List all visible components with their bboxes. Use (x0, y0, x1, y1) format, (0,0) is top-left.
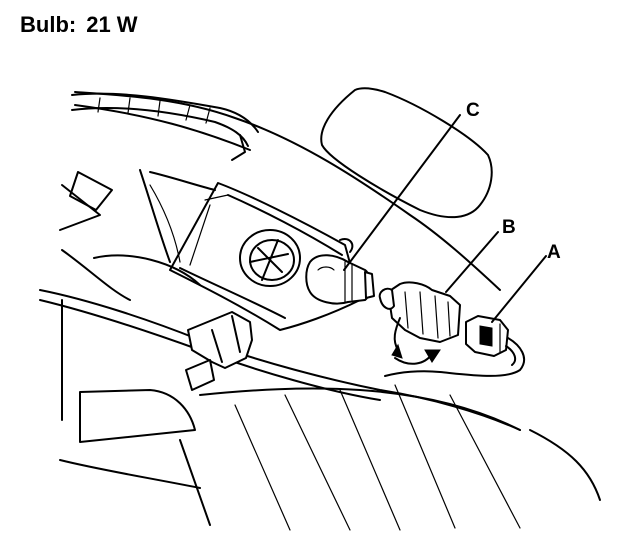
bulb-spec-label: Bulb: (20, 12, 77, 37)
bulb-c (305, 238, 375, 305)
socket-b (378, 281, 461, 351)
rear-glass (320, 87, 493, 219)
trim-panel (39, 91, 601, 531)
wire-harness (71, 92, 259, 161)
rotation-arrow-icon (391, 343, 441, 365)
bulb-spec-heading: Bulb: 21 W (20, 12, 138, 38)
callout-c: C (466, 100, 480, 121)
lamp-housing (169, 182, 361, 331)
leader-lines (343, 114, 547, 323)
bulb-socket (239, 229, 301, 287)
callout-b: B (502, 217, 516, 238)
connector-a (384, 315, 526, 377)
bulb-wattage: 21 W (86, 12, 138, 37)
callout-a: A (547, 242, 561, 263)
harness-clip (185, 311, 253, 391)
